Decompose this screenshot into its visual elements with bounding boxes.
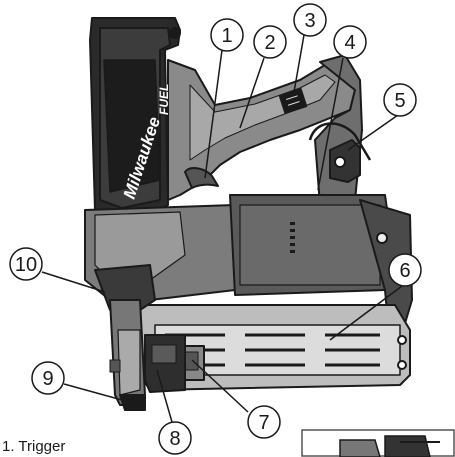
callout-number-4: 4 [344,32,355,54]
inset-detail [301,429,455,457]
callout-number-1: 1 [221,25,232,47]
callout-number-6: 6 [399,260,410,282]
callout-numbers: 1 2 3 4 5 6 7 8 9 10 [15,10,411,450]
leader-lines [41,34,403,423]
vent-marks [290,222,295,253]
nose-assembly [94,264,156,411]
tool-housing [89,17,372,221]
callout-circle-10 [9,247,43,281]
callout-circle-8 [158,421,192,455]
tool-body [84,194,413,346]
callout-number-2: 2 [264,32,275,54]
callout-circle-7 [247,405,281,439]
callout-circle-9 [31,361,65,395]
trigger [184,167,219,189]
callout-number-8: 8 [169,428,180,450]
callout-number-3: 3 [304,10,315,32]
callout-circle-5 [383,83,417,117]
callout-number-9: 9 [42,368,53,390]
contact-tip [119,394,146,411]
callout-circle-4 [333,25,367,59]
callout-number-7: 7 [258,412,269,434]
callout-circle-6 [388,253,422,287]
callout-circle-1 [210,18,244,52]
legend-item-trigger: 1. Trigger [2,438,66,455]
callout-circle-2 [253,25,287,59]
callouts [9,3,422,455]
brand-series-word: FUEL [157,84,171,115]
callout-circle-3 [293,3,327,37]
callout-number-10: 10 [15,254,37,276]
callout-number-5: 5 [394,90,405,112]
magazine [139,304,411,393]
